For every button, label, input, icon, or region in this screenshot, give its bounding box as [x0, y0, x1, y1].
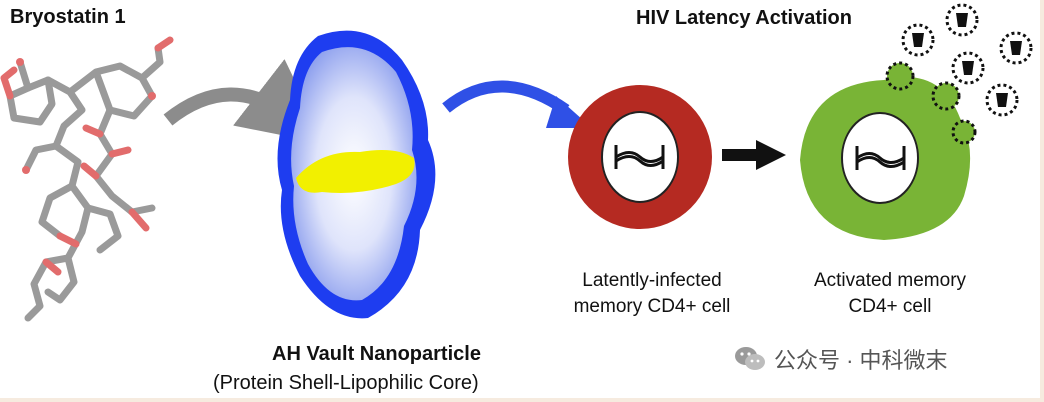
virion-icon — [945, 3, 979, 37]
provirus-icon — [855, 146, 906, 170]
virion-icon — [885, 61, 915, 91]
provirus-icon — [614, 145, 665, 169]
nanoparticle-subtitle: (Protein Shell-Lipophilic Core) — [213, 372, 479, 394]
virions — [885, 3, 1033, 145]
virion-icon — [985, 83, 1019, 117]
activated-cell-label: Activated memory CD4+ cell — [813, 270, 967, 317]
virion-icon — [999, 31, 1033, 65]
gray-curved-arrow — [163, 59, 326, 144]
nanoparticle-title: AH Vault Nanoparticle — [272, 343, 481, 365]
blue-curved-arrow — [442, 80, 570, 115]
latent-cell-label: Latently-infected memory CD4+ cell — [573, 270, 731, 317]
virion-icon — [901, 23, 935, 57]
activated-cell — [800, 77, 971, 240]
activation-title: HIV Latency Activation — [636, 7, 852, 29]
virion-icon — [931, 81, 961, 111]
molecule-title: Bryostatin 1 — [10, 6, 126, 28]
latent-cell — [568, 85, 712, 229]
virion-icon — [951, 119, 977, 145]
black-arrow — [722, 140, 786, 170]
wechat-icon — [735, 347, 765, 370]
watermark: 公众号 · 中科微末 — [734, 341, 948, 377]
bryostatin-molecule — [0, 36, 174, 322]
virion-icon — [951, 51, 985, 85]
watermark-text: 公众号 · 中科微末 — [774, 348, 948, 373]
lipophilic-core — [296, 150, 415, 193]
vault-nanoparticle — [277, 30, 436, 319]
